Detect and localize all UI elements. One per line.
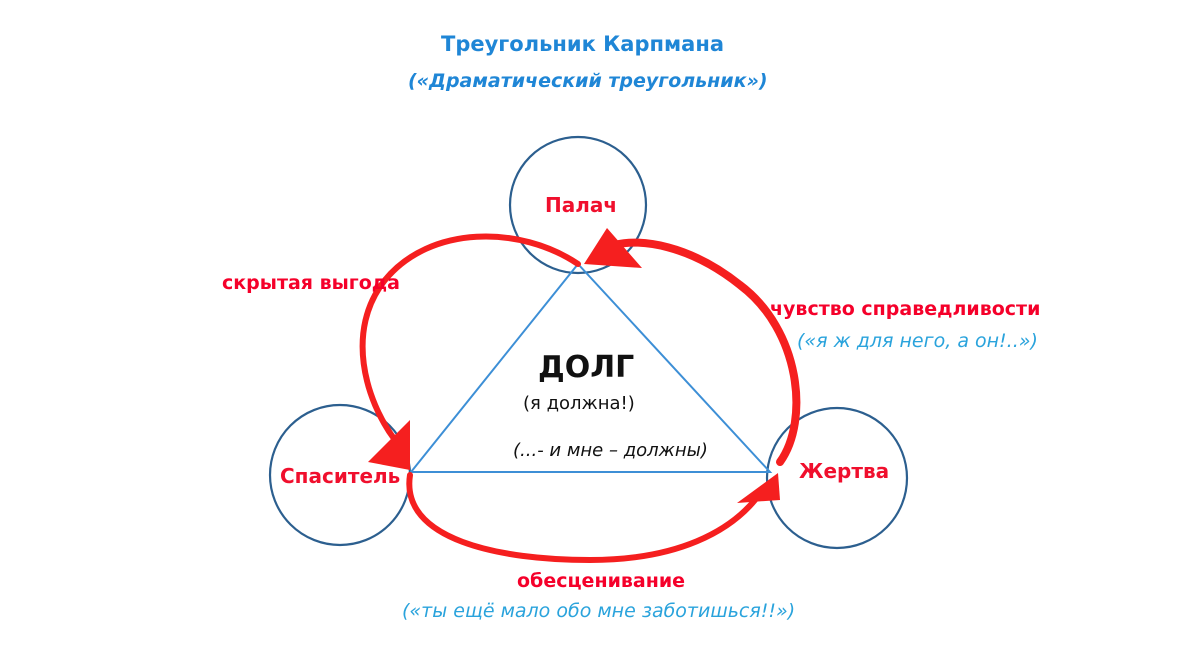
- center-i-owe: (я должна!): [523, 393, 635, 414]
- quote-sense-of-justice: («я ж для него, а он!..»): [797, 330, 1038, 352]
- role-rescuer: Спаситель: [280, 464, 401, 488]
- diagram-title: Треугольник Карпмана: [441, 32, 725, 56]
- arrowhead-top-icon: [584, 228, 642, 268]
- diagram-subtitle: («Драматический треугольник»): [408, 70, 768, 92]
- quote-devaluation: («ты ещё мало обо мне заботишься!!»): [402, 600, 796, 622]
- label-hidden-benefit: скрытая выгода: [222, 272, 400, 294]
- circle-victim: [765, 406, 909, 550]
- arrowhead-bottom-icon: [737, 473, 780, 503]
- arrow-left-arc: [359, 233, 581, 443]
- arrow-right-arc: [611, 238, 801, 466]
- drama-triangle: [408, 262, 773, 473]
- role-victim: Жертва: [799, 459, 890, 483]
- center-they-owe-me: (...- и мне – должны): [513, 440, 708, 461]
- arrowhead-left-icon: [368, 420, 410, 470]
- role-persecutor: Палач: [545, 193, 618, 217]
- label-sense-of-justice: чувство справедливости: [770, 298, 1041, 320]
- circle-persecutor: [508, 135, 648, 275]
- arrow-bottom-arc: [406, 472, 758, 564]
- center-debt: ДОЛГ: [538, 350, 635, 385]
- label-devaluation: обесценивание: [517, 570, 686, 592]
